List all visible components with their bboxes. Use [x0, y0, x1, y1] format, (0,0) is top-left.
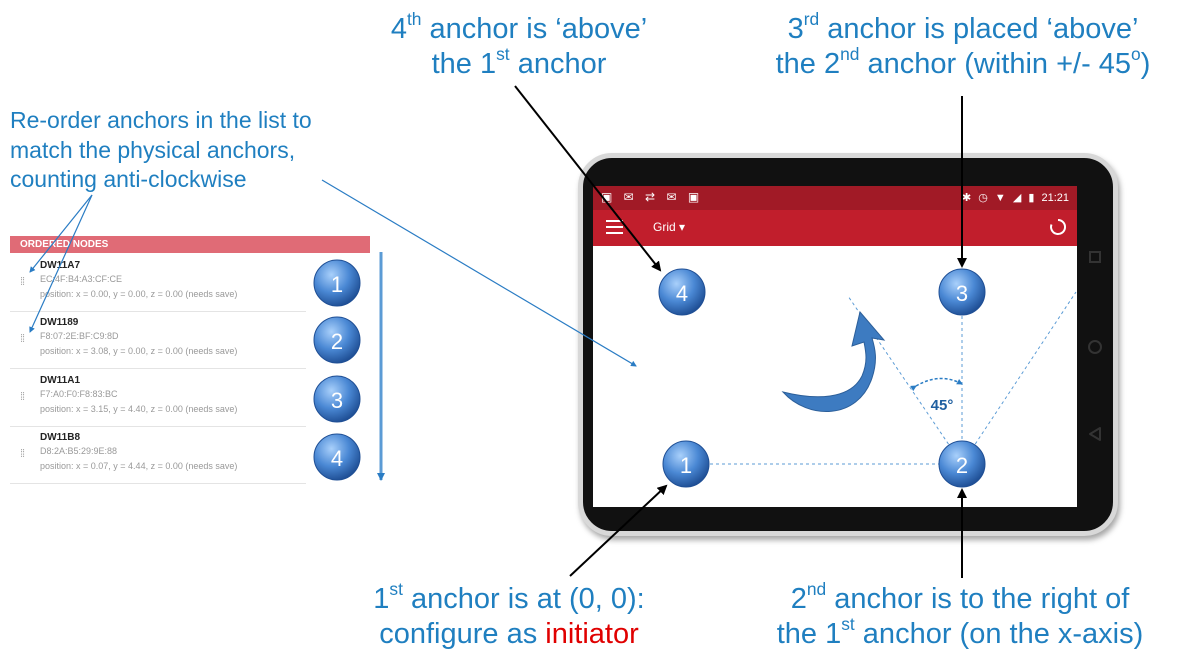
pointer-to-handle-1 [29, 194, 93, 273]
list-badge-label: 2 [331, 329, 343, 354]
list-badge-label: 4 [331, 446, 343, 471]
node-name: DW11B8 [40, 432, 81, 443]
drag-handle-icon[interactable]: ⁞⁞ [20, 276, 25, 288]
pointer-to-handle-2 [29, 194, 93, 333]
grid-anchor-1[interactable]: 1 [662, 440, 710, 488]
caption-a2-line2-post: anchor (on the x-axis) [854, 618, 1144, 651]
caption-a2-line2-sup: st [841, 614, 855, 635]
caption-a2-line2-pre: the 1 [776, 618, 842, 651]
caption-a2-num: 2 [790, 583, 807, 615]
caption-a4-sup: th [406, 8, 422, 29]
caption-a3-text: anchor is placed ‘above’ [819, 13, 1139, 45]
angle-arc [910, 377, 963, 392]
caption-a4-line2-sup: st [496, 44, 510, 65]
status-time: 21:21 [1041, 192, 1069, 204]
list-badge-label: 1 [331, 272, 343, 297]
node-position: position: x = 0.07, y = 4.44, z = 0.00 (… [40, 461, 238, 471]
drag-handle-icon[interactable]: ⁞⁞ [20, 448, 25, 460]
node-address: F8:07:2E:BF:C9:8D [40, 331, 119, 341]
caption-a3-line2-end: ) [1140, 48, 1151, 81]
caption-anchor-1: 1st anchor is at (0, 0): configure as in… [356, 578, 662, 653]
caption-a4-num: 4 [390, 13, 407, 45]
caption-initiator: initiator [545, 618, 639, 651]
caption-a3-line2-sup: nd [840, 44, 860, 65]
refresh-icon[interactable] [1049, 218, 1067, 236]
circle-nav-icon[interactable] [1088, 340, 1102, 354]
back-nav-icon[interactable] [1088, 426, 1102, 442]
caption-a4-text: anchor is ‘above’ [421, 13, 648, 45]
grid-anchor-3[interactable]: 3 [938, 268, 986, 316]
right-45-line [961, 291, 1077, 465]
rotate-arrow-icon [781, 310, 886, 412]
list-badge-2: 2 [313, 316, 361, 364]
caption-reorder-line2: match the physical anchors, [10, 136, 296, 163]
node-address: EC:4F:B4:A3:CF:CE [40, 274, 123, 284]
node-position: position: x = 3.15, y = 4.40, z = 0.00 (… [40, 404, 238, 414]
caption-reorder-line1: Re-order anchors in the list to [10, 107, 312, 133]
node-name: DW11A1 [40, 375, 81, 386]
caption-a3-line2-post: anchor (within +/- 45 [859, 48, 1132, 81]
status-icons: ✱ ◷ ▼ ◢ ▮ 21:21 [962, 191, 1069, 204]
caption-anchor-3: 3rd anchor is placed ‘above’ the 2nd anc… [734, 8, 1192, 83]
app-bar: Grid ▾ [593, 210, 1077, 246]
caption-anchor-4: 4th anchor is ‘above’ the 1st anchor [366, 8, 672, 83]
list-item[interactable]: ⁞⁞ DW1189 F8:07:2E:BF:C9:8D position: x … [10, 312, 306, 369]
list-badge-4: 4 [313, 433, 361, 481]
menu-icon[interactable] [606, 220, 623, 235]
caption-a3-line2-pre: the 2 [775, 48, 841, 81]
angle-label: 45° [931, 397, 954, 414]
node-name: DW1189 [40, 317, 79, 328]
grid-anchor-label: 2 [956, 453, 968, 478]
grid-anchor-label: 3 [956, 281, 968, 306]
status-bar: ▣ ✉ ⇄ ✉ ▣ ✱ ◷ ▼ ◢ ▮ 21:21 [593, 186, 1077, 210]
caption-a1-num: 1 [373, 583, 390, 615]
pointer-to-grid [321, 179, 637, 367]
node-position: position: x = 0.00, y = 0.00, z = 0.00 (… [40, 289, 238, 299]
caption-a4-line2-pre: the 1 [431, 48, 497, 81]
list-badge-1: 1 [313, 259, 361, 307]
node-address: D8:2A:B5:29:9E:88 [40, 446, 118, 456]
caption-a4-line2-post: anchor [509, 48, 607, 81]
list-item[interactable]: ⁞⁞ DW11A1 F7:A0:F0:F8:83:BC position: x … [10, 370, 306, 427]
caption-a2-text: anchor is to the right of [826, 583, 1130, 615]
grid-anchor-label: 4 [676, 281, 688, 306]
pointer-anchor-1 [569, 484, 668, 577]
grid-anchor-2[interactable]: 2 [938, 440, 986, 488]
square-nav-icon[interactable] [1089, 251, 1101, 263]
caption-a3-degree: o [1131, 44, 1141, 65]
caption-a1-sup: st [389, 578, 403, 599]
notification-icons: ▣ ✉ ⇄ ✉ ▣ [601, 190, 704, 204]
caption-a1-text: anchor is at (0, 0): [402, 583, 645, 615]
ordered-nodes-list: ORDERED NODES ⁞⁞ DW11A7 EC:4F:B4:A3:CF:C… [10, 236, 370, 488]
grid-anchor-4[interactable]: 4 [658, 268, 706, 316]
list-header: ORDERED NODES [10, 236, 370, 253]
list-badge-3: 3 [313, 375, 361, 423]
view-dropdown-label: Grid [653, 220, 676, 234]
system-status-icons: ✱ ◷ ▼ ◢ ▮ [961, 192, 1037, 204]
drag-handle-icon[interactable]: ⁞⁞ [20, 333, 25, 345]
caption-reorder-line3: counting anti-clockwise [10, 166, 247, 193]
caption-reorder-anchors: Re-order anchors in the list to match th… [10, 106, 312, 195]
pointer-anchor-4 [514, 85, 662, 272]
caption-a2-sup: nd [806, 578, 827, 599]
grid-anchor-label: 1 [680, 453, 692, 478]
list-item[interactable]: ⁞⁞ DW11B8 D8:2A:B5:29:9E:88 position: x … [10, 427, 306, 484]
node-position: position: x = 3.08, y = 0.00, z = 0.00 (… [40, 346, 238, 356]
caption-a1-line2-pre: configure as [379, 618, 546, 651]
node-address: F7:A0:F0:F8:83:BC [40, 389, 118, 399]
caption-a3-sup: rd [803, 8, 820, 29]
dropdown-caret-icon: ▾ [679, 220, 686, 234]
caption-anchor-2: 2nd anchor is to the right of the 1st an… [744, 578, 1176, 653]
list-badge-label: 3 [331, 388, 343, 413]
view-dropdown[interactable]: Grid ▾ [653, 220, 685, 234]
drag-handle-icon[interactable]: ⁞⁞ [20, 391, 25, 403]
caption-a3-num: 3 [787, 13, 804, 45]
